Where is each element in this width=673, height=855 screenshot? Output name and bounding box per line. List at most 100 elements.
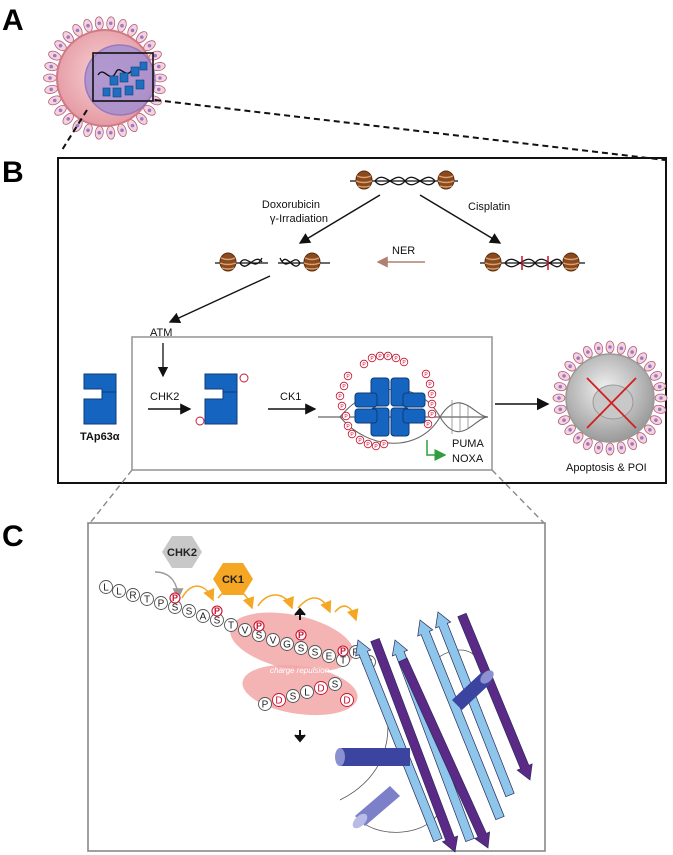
arrow-to-crosslink bbox=[419, 194, 502, 244]
phospho-marker: P bbox=[379, 439, 389, 449]
phospho-label: P bbox=[366, 442, 370, 448]
granulosa-cell-nucleus bbox=[58, 108, 63, 113]
granulosa-cell-nucleus bbox=[108, 21, 113, 26]
residue-label: V bbox=[270, 636, 277, 647]
phospho-label: P bbox=[374, 444, 378, 450]
phospho-marker: P bbox=[423, 419, 433, 429]
granulosa-cell-nucleus bbox=[52, 53, 57, 58]
granulosa-cell-nucleus bbox=[49, 64, 54, 69]
label-cisplatin: Cisplatin bbox=[468, 201, 510, 213]
phospho-circle bbox=[343, 371, 353, 381]
phospho-label: P bbox=[426, 422, 430, 428]
phospho-marker: P bbox=[347, 429, 357, 439]
phospho-label: P bbox=[358, 438, 362, 444]
granulosa-cell-nucleus bbox=[97, 130, 102, 135]
p63-tid-domain bbox=[335, 611, 533, 853]
alpha-helix-2 bbox=[335, 748, 410, 766]
phospho-label: P bbox=[344, 414, 348, 420]
p63-protein-cluster bbox=[102, 61, 148, 98]
granulosa-cell-nucleus bbox=[657, 384, 662, 389]
residue-label: A bbox=[200, 612, 207, 623]
phospho-label: P bbox=[338, 394, 342, 400]
granulosa-cell-nucleus bbox=[654, 418, 658, 422]
granulosa-cell-nucleus bbox=[654, 374, 658, 378]
granulosa-cell-nucleus bbox=[596, 346, 601, 351]
granulosa-cell-nucleus bbox=[140, 35, 144, 39]
phospho-circle bbox=[383, 351, 393, 361]
residue-label: T bbox=[228, 621, 234, 632]
phospho-label: P bbox=[256, 621, 262, 631]
residue-circle bbox=[314, 681, 328, 695]
residue-label: D bbox=[275, 696, 282, 707]
peptide-residues: LLRTPSSASTVSVGSSETRGPDSLDSD bbox=[99, 580, 376, 711]
granulosa-cell-nucleus bbox=[130, 28, 135, 33]
label-apoptosis-poi: Apoptosis & POI bbox=[566, 462, 647, 474]
phospho-label: P bbox=[214, 606, 220, 616]
residue-label: P bbox=[262, 700, 269, 711]
phospho-circle bbox=[341, 411, 351, 421]
granulosa-cell-nucleus bbox=[657, 407, 662, 412]
granulosa-cell-nucleus bbox=[639, 436, 644, 440]
activation-arrow bbox=[426, 440, 447, 461]
phospho-label: P bbox=[402, 360, 406, 366]
phospho-circle bbox=[339, 381, 349, 391]
granulosa-cell-nucleus bbox=[108, 130, 113, 135]
granulosa-cell-nucleus bbox=[156, 64, 161, 69]
chk2-hexagon bbox=[162, 536, 202, 568]
label-irradiation: γ-Irradiation bbox=[270, 213, 328, 225]
dna-intact bbox=[350, 170, 458, 190]
phospho-circle bbox=[427, 389, 437, 399]
phospho-marker: P bbox=[399, 357, 409, 367]
granulosa-cell-nucleus bbox=[568, 427, 572, 432]
zoom-line-right bbox=[154, 99, 666, 161]
alpha-helix-1 bbox=[452, 670, 494, 710]
granulosa-cell-nucleus bbox=[130, 123, 135, 128]
granulosa-cell-nucleus bbox=[147, 43, 152, 48]
beta-strand-purple bbox=[457, 612, 533, 781]
label-puma: PUMA bbox=[452, 438, 484, 450]
granulosa-cell-nucleus bbox=[562, 374, 566, 378]
chk2-hexagon-label: CHK2 bbox=[167, 547, 197, 559]
granulosa-cell-nucleus bbox=[608, 447, 612, 451]
arrow-to-atm bbox=[168, 275, 271, 323]
zoom-line-c-right bbox=[491, 469, 545, 524]
residue-label: S bbox=[186, 607, 193, 618]
granulosa-cell-nucleus bbox=[586, 442, 590, 446]
granulosa-cell-nucleus bbox=[630, 442, 634, 446]
phospho-marker: P bbox=[363, 439, 373, 449]
phospho-marker: P bbox=[427, 409, 437, 419]
phospho-circle bbox=[335, 391, 345, 401]
granulosa-cell-nucleus bbox=[586, 350, 590, 354]
granulosa-cell-nucleus bbox=[659, 396, 663, 400]
phospho-marker: P bbox=[383, 351, 393, 361]
granulosa-cell-nucleus bbox=[639, 356, 644, 360]
cross-line-2 bbox=[586, 377, 637, 429]
beta-strand-light bbox=[417, 619, 505, 821]
phospho-circle bbox=[337, 645, 349, 657]
phospho-circle bbox=[421, 369, 431, 379]
label-noxa: NOXA bbox=[452, 453, 484, 465]
phospho-label: P bbox=[350, 432, 354, 438]
phospho-marker: P bbox=[367, 353, 377, 363]
phospho-circle bbox=[211, 605, 223, 617]
residue-circle bbox=[196, 609, 210, 623]
granulosa-cell-nucleus bbox=[49, 87, 54, 92]
phospho-circle bbox=[423, 419, 433, 429]
residue-label: S bbox=[256, 631, 263, 642]
granulosa-cell-nucleus bbox=[86, 23, 90, 28]
phospho-circle bbox=[337, 401, 347, 411]
tap63a-phospho-dimer bbox=[195, 373, 249, 426]
phospho-circle bbox=[169, 592, 181, 604]
granulosa-cell-nucleus bbox=[562, 418, 566, 422]
label-doxorubicin: Doxorubicin bbox=[262, 199, 320, 211]
granulosa-cell-nucleus bbox=[147, 108, 152, 113]
tap63a-closed-dimer bbox=[83, 373, 117, 425]
arrow-to-dsb bbox=[298, 194, 381, 244]
residue-label: D bbox=[343, 696, 350, 707]
dna-crosslinked bbox=[480, 252, 585, 272]
phospho-marker: P bbox=[421, 369, 431, 379]
phospho-label: P bbox=[430, 392, 434, 398]
phospho-label: P bbox=[172, 593, 178, 603]
phospho-marker: P bbox=[337, 401, 347, 411]
signaling-box bbox=[131, 336, 493, 471]
